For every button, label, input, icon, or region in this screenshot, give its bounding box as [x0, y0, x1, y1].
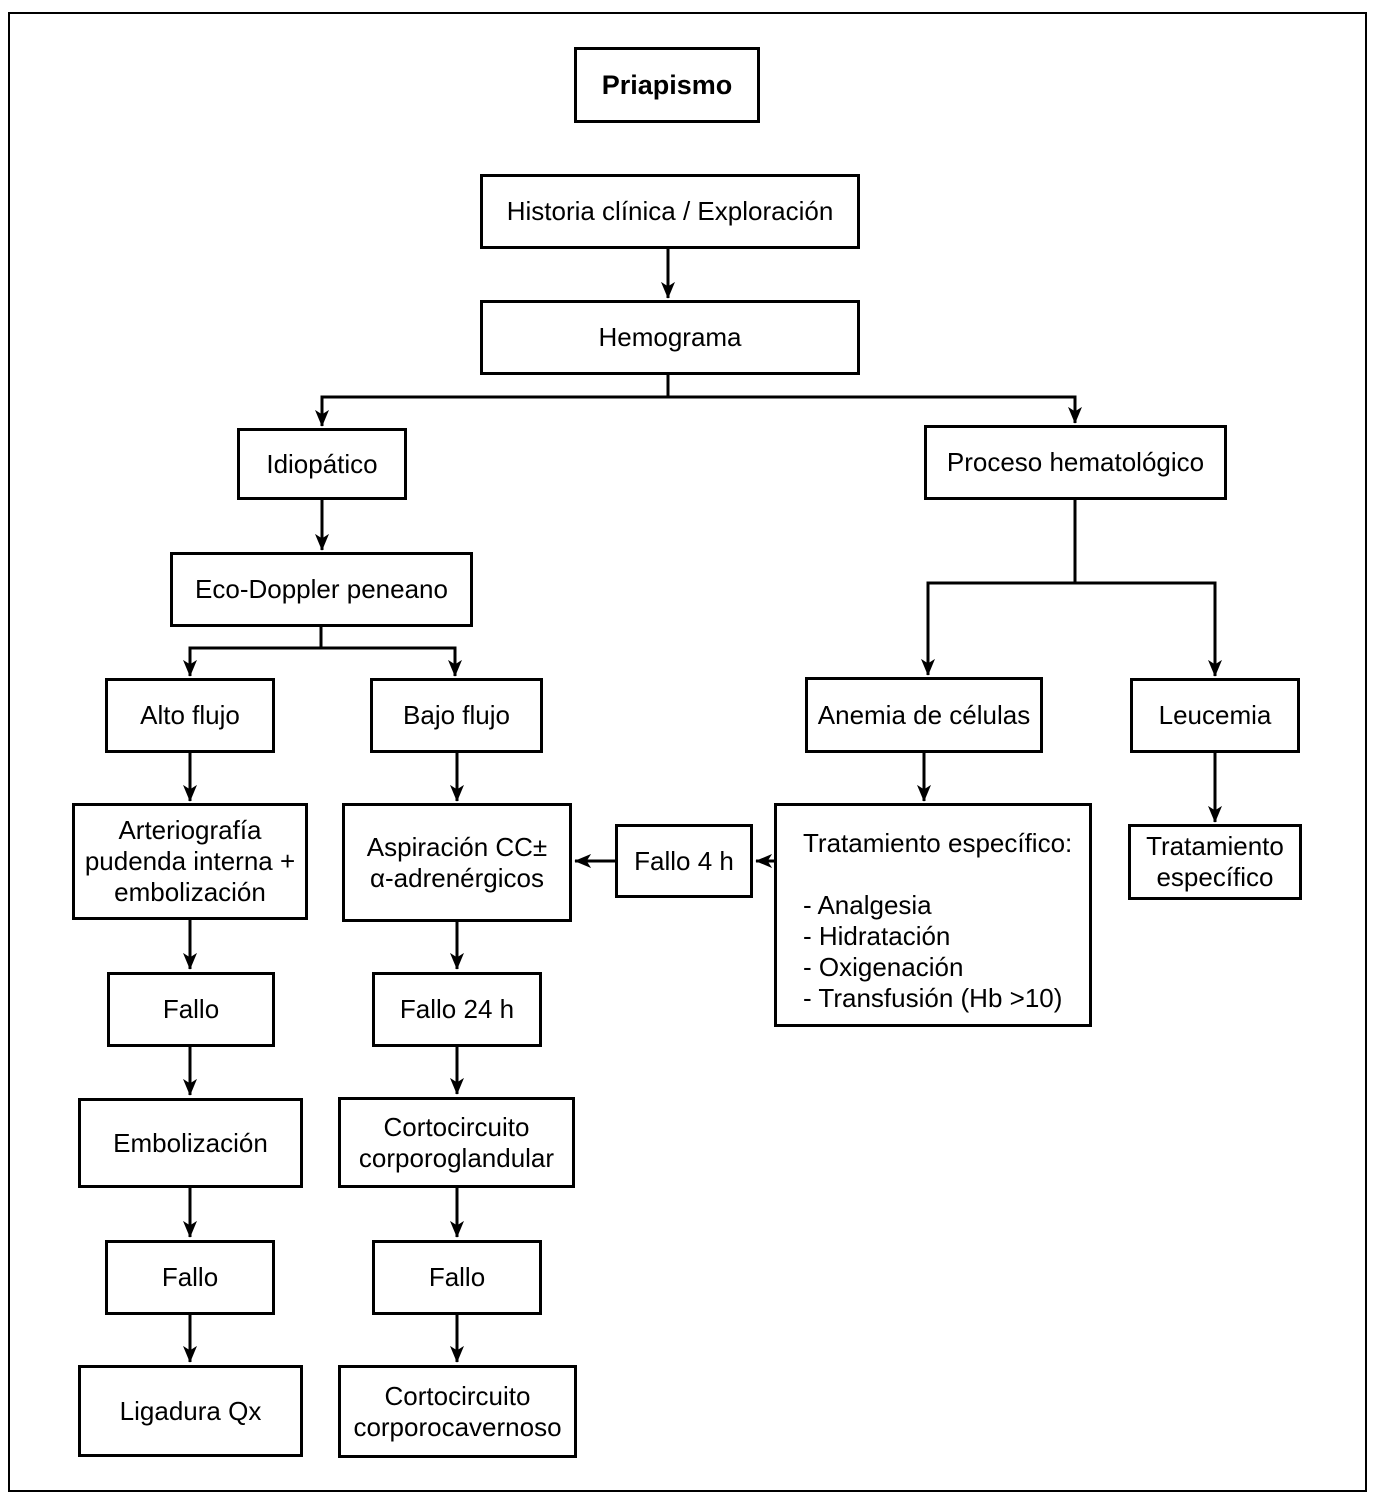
- node-cortocircuito-corporoglandular-label: Cortocircuito corporoglandular: [358, 1111, 555, 1173]
- node-fallo-arteriografia-label: Fallo: [162, 994, 220, 1024]
- node-embolizacion: Embolización: [78, 1098, 303, 1188]
- node-fallo-arteriografia: Fallo: [107, 972, 275, 1047]
- node-bajo-flujo-label: Bajo flujo: [403, 700, 510, 730]
- node-alto-flujo: Alto flujo: [105, 678, 275, 753]
- node-eco-doppler: Eco-Doppler peneano: [170, 552, 473, 627]
- tratamiento-item-hidratacion: - Hidratación: [803, 921, 951, 951]
- split-hemograma: [320, 375, 1077, 399]
- node-hemograma-label: Hemograma: [598, 322, 742, 352]
- node-fallo-embolizacion: Fallo: [105, 1240, 275, 1315]
- node-cortocircuito-corporocavernoso: Cortocircuito corporocavernoso: [338, 1365, 577, 1458]
- node-hemograma: Hemograma: [480, 300, 860, 375]
- node-ligadura-qx: Ligadura Qx: [78, 1365, 303, 1457]
- node-ligadura-qx-label: Ligadura Qx: [119, 1395, 262, 1426]
- node-fallo-4h-label: Fallo 4 h: [634, 845, 734, 876]
- tratamiento-detalle-title: Tratamiento específico:: [803, 828, 1073, 858]
- node-cortocircuito-corporoglandular: Cortocircuito corporoglandular: [338, 1097, 575, 1188]
- node-tratamiento-especifico: Tratamiento específico: [1128, 824, 1302, 900]
- node-embolizacion-label: Embolización: [113, 1127, 268, 1158]
- diagram-border: [8, 12, 1367, 1492]
- node-tratamiento-detalle: Tratamiento específico: - Analgesia - Hi…: [774, 803, 1092, 1027]
- node-anemia-celulas-label: Anemia de células: [817, 699, 1031, 730]
- node-proceso-hematologico-label: Proceso hematológico: [946, 447, 1205, 477]
- node-eco-doppler-label: Eco-Doppler peneano: [195, 574, 448, 604]
- node-priapismo: Priapismo: [574, 47, 760, 123]
- node-leucemia-label: Leucemia: [1158, 700, 1272, 730]
- node-fallo-24h: Fallo 24 h: [372, 972, 542, 1047]
- tratamiento-item-oxigenacion: - Oxigenación: [803, 952, 964, 982]
- node-arteriografia-label: Arteriografía pudenda interna + emboliza…: [84, 815, 296, 907]
- node-fallo-4h: Fallo 4 h: [615, 824, 753, 898]
- tratamiento-item-analgesia: - Analgesia: [803, 890, 932, 920]
- tratamiento-item-transfusion: - Transfusión (Hb >10): [803, 983, 1063, 1013]
- split-ecodoppler: [188, 627, 457, 650]
- node-proceso-hematologico: Proceso hematológico: [924, 425, 1227, 500]
- node-historia-clinica: Historia clínica / Exploración: [480, 174, 860, 249]
- node-bajo-flujo: Bajo flujo: [370, 678, 543, 753]
- split-proceso: [926, 500, 1217, 585]
- node-alto-flujo-label: Alto flujo: [140, 700, 240, 730]
- node-priapismo-label: Priapismo: [601, 69, 733, 100]
- tratamiento-detalle-content: Tratamiento específico: - Analgesia - Hi…: [803, 828, 1072, 1014]
- node-aspiracion: Aspiración CC± α-adrenérgicos: [342, 803, 572, 922]
- node-idiopatico-label: Idiopático: [266, 448, 378, 479]
- node-aspiracion-label: Aspiración CC± α-adrenérgicos: [366, 831, 548, 893]
- node-historia-clinica-label: Historia clínica / Exploración: [506, 196, 834, 226]
- node-fallo-cortocircuito: Fallo: [372, 1240, 542, 1315]
- node-arteriografia: Arteriografía pudenda interna + emboliza…: [72, 803, 308, 920]
- node-fallo-cortocircuito-label: Fallo: [428, 1262, 486, 1292]
- node-cortocircuito-corporocavernoso-label: Cortocircuito corporocavernoso: [353, 1380, 562, 1442]
- node-anemia-celulas: Anemia de células: [805, 677, 1043, 753]
- node-leucemia: Leucemia: [1130, 678, 1300, 753]
- node-fallo-24h-label: Fallo 24 h: [399, 994, 515, 1024]
- node-idiopatico: Idiopático: [237, 428, 407, 500]
- node-fallo-embolizacion-label: Fallo: [161, 1262, 219, 1292]
- node-tratamiento-especifico-label: Tratamiento específico: [1146, 831, 1284, 892]
